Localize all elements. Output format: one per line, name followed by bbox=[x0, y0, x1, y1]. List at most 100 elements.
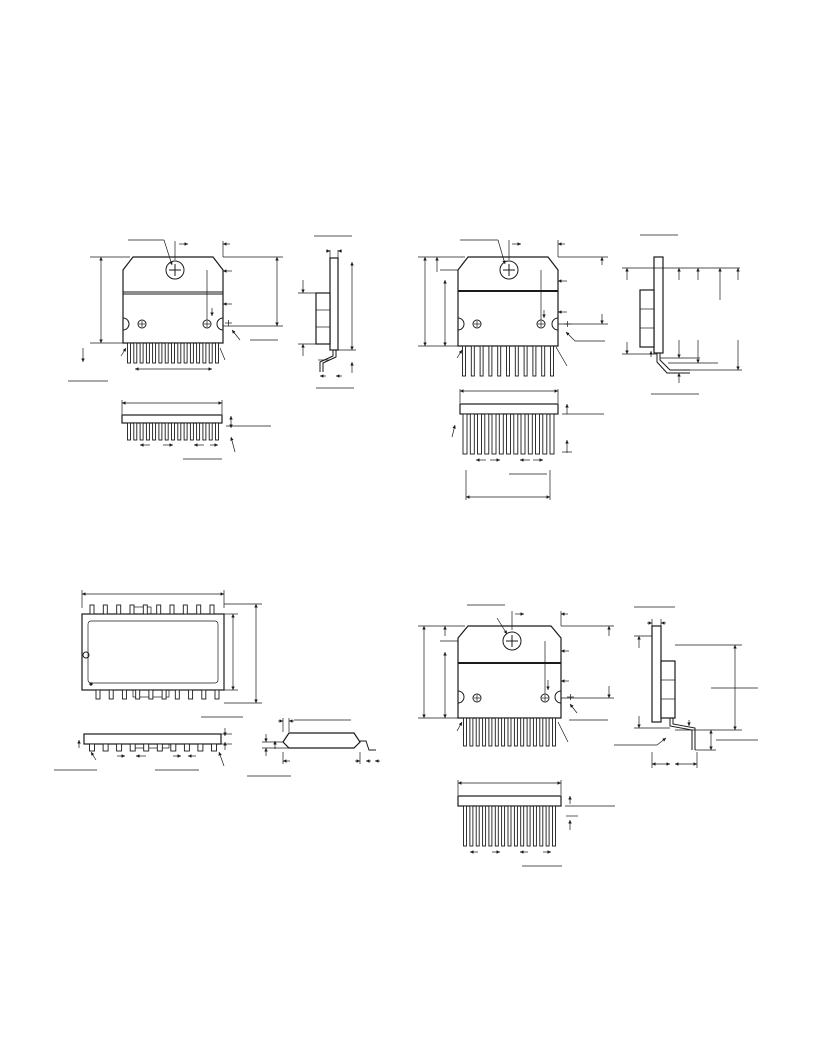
lead bbox=[552, 805, 556, 847]
end-view bbox=[247, 718, 380, 777]
lead bbox=[507, 717, 512, 747]
pkg-top-right bbox=[418, 234, 742, 500]
lead bbox=[158, 422, 163, 441]
lead bbox=[156, 604, 162, 615]
lead bbox=[520, 717, 525, 747]
lead bbox=[202, 422, 207, 441]
lead bbox=[135, 689, 141, 700]
lead bbox=[102, 743, 109, 752]
pin-row bbox=[127, 342, 219, 364]
lead bbox=[171, 422, 175, 441]
bottom-view bbox=[121, 400, 271, 460]
lead bbox=[469, 805, 474, 847]
mounting-hole-icon bbox=[502, 631, 522, 651]
bottom-view bbox=[457, 780, 615, 867]
bottom-view bbox=[451, 389, 604, 500]
lead bbox=[121, 689, 127, 700]
lead bbox=[545, 717, 550, 747]
pin1-marker-icon bbox=[137, 319, 212, 329]
lead bbox=[462, 413, 468, 455]
lead bbox=[482, 717, 487, 747]
lead bbox=[491, 413, 497, 455]
lead bbox=[183, 743, 190, 752]
lead bbox=[142, 604, 148, 615]
lead bbox=[470, 345, 475, 377]
pin-row bbox=[463, 717, 556, 747]
lead bbox=[484, 413, 490, 455]
lead bbox=[169, 604, 175, 615]
lead bbox=[513, 413, 519, 455]
pkg-bottom-right bbox=[418, 604, 758, 867]
lead bbox=[550, 345, 554, 377]
lead bbox=[196, 422, 201, 441]
lead bbox=[152, 342, 157, 364]
lead bbox=[139, 422, 144, 441]
pin1-marker-icon bbox=[472, 693, 550, 703]
lead bbox=[177, 422, 182, 441]
lead bbox=[171, 342, 175, 364]
lead bbox=[506, 345, 510, 377]
lead bbox=[164, 342, 169, 364]
lead bbox=[497, 345, 502, 377]
lead bbox=[526, 805, 531, 847]
lead bbox=[116, 604, 122, 615]
lead bbox=[488, 717, 493, 747]
lead bbox=[542, 413, 548, 455]
pkg-top-left bbox=[68, 235, 356, 460]
top-view bbox=[81, 590, 262, 718]
lead bbox=[513, 805, 518, 847]
lead bbox=[494, 805, 499, 847]
front-view bbox=[418, 239, 608, 377]
lead bbox=[189, 422, 194, 441]
lead bbox=[189, 342, 194, 364]
lead bbox=[161, 689, 167, 700]
lead bbox=[463, 805, 467, 847]
lead bbox=[539, 805, 544, 847]
pin-row bbox=[95, 689, 220, 700]
lead bbox=[507, 805, 512, 847]
lead bbox=[482, 805, 487, 847]
lead bbox=[129, 743, 136, 752]
lead bbox=[158, 342, 163, 364]
lead bbox=[127, 422, 131, 441]
mounting-hole-icon bbox=[165, 260, 185, 280]
lead bbox=[102, 604, 108, 615]
lead bbox=[215, 422, 219, 441]
lead bbox=[152, 422, 157, 441]
lead bbox=[145, 422, 150, 441]
lead bbox=[214, 689, 220, 700]
lead bbox=[475, 805, 480, 847]
side-view bbox=[622, 234, 742, 395]
lead bbox=[462, 345, 466, 377]
pin-row bbox=[462, 413, 555, 455]
lead bbox=[197, 743, 204, 752]
lead bbox=[532, 717, 537, 747]
lead bbox=[202, 342, 207, 364]
lead bbox=[133, 422, 138, 441]
lead bbox=[129, 604, 135, 615]
lead bbox=[209, 604, 215, 615]
lead bbox=[89, 604, 95, 615]
front-view bbox=[68, 239, 283, 382]
lead bbox=[526, 717, 531, 747]
pin-row bbox=[127, 422, 219, 441]
lead bbox=[208, 342, 213, 364]
lead bbox=[196, 342, 201, 364]
mounting-hole-icon bbox=[499, 260, 519, 280]
lead bbox=[520, 413, 526, 455]
lead bbox=[498, 413, 504, 455]
lead bbox=[164, 422, 169, 441]
lead bbox=[116, 743, 123, 752]
lead bbox=[513, 717, 518, 747]
lead bbox=[156, 743, 163, 752]
lead bbox=[535, 413, 540, 455]
lead bbox=[501, 717, 506, 747]
lead bbox=[196, 604, 202, 615]
front-view bbox=[418, 604, 614, 747]
lead bbox=[475, 717, 480, 747]
lead bbox=[148, 689, 154, 700]
lead bbox=[479, 345, 484, 377]
lead bbox=[182, 604, 188, 615]
lead bbox=[215, 342, 219, 364]
